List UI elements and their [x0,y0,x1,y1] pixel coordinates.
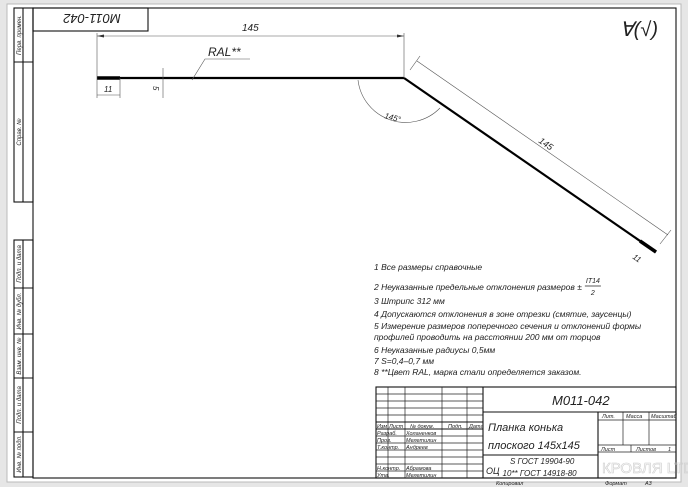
rotated-designation-box [32,7,149,32]
strip-first-use: Перв. примен. [17,15,23,55]
name-checker: Мелетилин [406,438,436,444]
name-approved: Мелетилин [406,473,436,479]
note-5: 5 Измерение размеров поперечного сечения… [374,321,642,331]
watermark-logo: КРОВЛЯ LTD [602,460,688,477]
title-line-1: Планка конька [488,422,563,434]
role-tech-control: Т.контр. [377,445,399,451]
sheets-label: Листов [635,447,656,453]
ral-label: RAL** [208,45,241,59]
sheets-value: 1 [668,447,671,453]
hdr-doc-no: № докум. [410,424,434,430]
note-2-denominator: 2 [590,290,595,297]
material-prefix: ОЦ [486,466,500,476]
dim-left-flange: 11 [104,85,112,94]
mass-label: Масса [626,414,642,420]
name-developer: Холаненков [405,431,436,437]
strip-orig-inv: Инв. № подл. [16,435,23,472]
dimension-top [96,33,405,78]
name-tech-control: Андреев [405,445,428,451]
sheet-label: Лист [600,447,616,453]
hdr-sheet: Лист [388,424,404,430]
rotated-designation: М011-042 [62,11,120,26]
role-norm-control: Н.контр. [377,466,400,472]
note-8: 8 **Цвет RAL, марка стали определяется з… [374,367,582,377]
technical-notes: 1 Все размеры справочные 2 Неуказанные п… [373,262,642,377]
dim-thickness: 5 [151,86,160,91]
side-strip: Перв. примен. Справ. № Подп. и дата Инв.… [13,7,34,478]
strip-sign-date-1: Подп. и дата [17,245,23,283]
dim-top-length: 145 [242,23,259,34]
angle-arc [357,79,441,123]
lit-label: Лит. [601,414,615,420]
note-5-cont: профилей проводить на расстоянии 200 мм … [374,332,601,342]
roughness-symbol: ∀(√) [620,19,658,41]
dim-right-flange: 11 [631,252,643,264]
format-label: Формат [605,481,627,487]
note-1: 1 Все размеры справочные [374,262,482,272]
title-block [375,386,677,479]
material-line-1: S ГОСТ 19904-90 [510,457,575,466]
name-norm-control: Абрамова [405,466,431,472]
note-3: 3 Штрипс 312 мм [374,296,445,306]
copied-label: Копировал [496,481,523,487]
hdr-change: Изм [377,424,387,430]
hdr-date: Дата [468,424,484,430]
format-value: А3 [644,481,653,487]
ral-leader [191,58,250,81]
profile-geometry [97,76,657,254]
strip-reference-no: Справ. № [16,118,23,146]
note-6: 6 Неуказанные радиусы 0,5мм [374,345,495,355]
note-7: 7 S=0,4–0,7 мм [374,356,434,366]
sheet [6,3,682,483]
strip-sign-date-2: Подп. и дата [17,386,23,424]
strip-dup-inv: Инв. № дубл. [16,293,23,330]
role-checker: Пров. [377,438,392,444]
scale-label: Масштаб [651,414,678,420]
strip-replace-inv: Взам. инв. № [16,337,23,375]
title-line-2: плоского 145х145 [488,440,581,452]
dimension-left-flange [96,78,121,98]
note-2: 2 Неуказанные предельные отклонения разм… [373,282,582,292]
note-2-numerator: IT14 [586,278,600,285]
material-line-2: 10** ГОСТ 14918-80 [503,469,578,478]
note-4: 4 Допускаются отклонения в зоне отрезки … [374,309,632,319]
dim-angle: 145° [383,111,402,124]
role-approved: Утв. [376,473,390,479]
title-block-designation: М011-042 [552,393,610,408]
dimension-diagonal [409,55,672,245]
hdr-sign: Подп. [448,424,463,430]
role-developer: Разраб. [377,431,397,437]
title-block-signatures: Изм Лист № докум. Подп. Дата Разраб. Хол… [376,414,678,487]
